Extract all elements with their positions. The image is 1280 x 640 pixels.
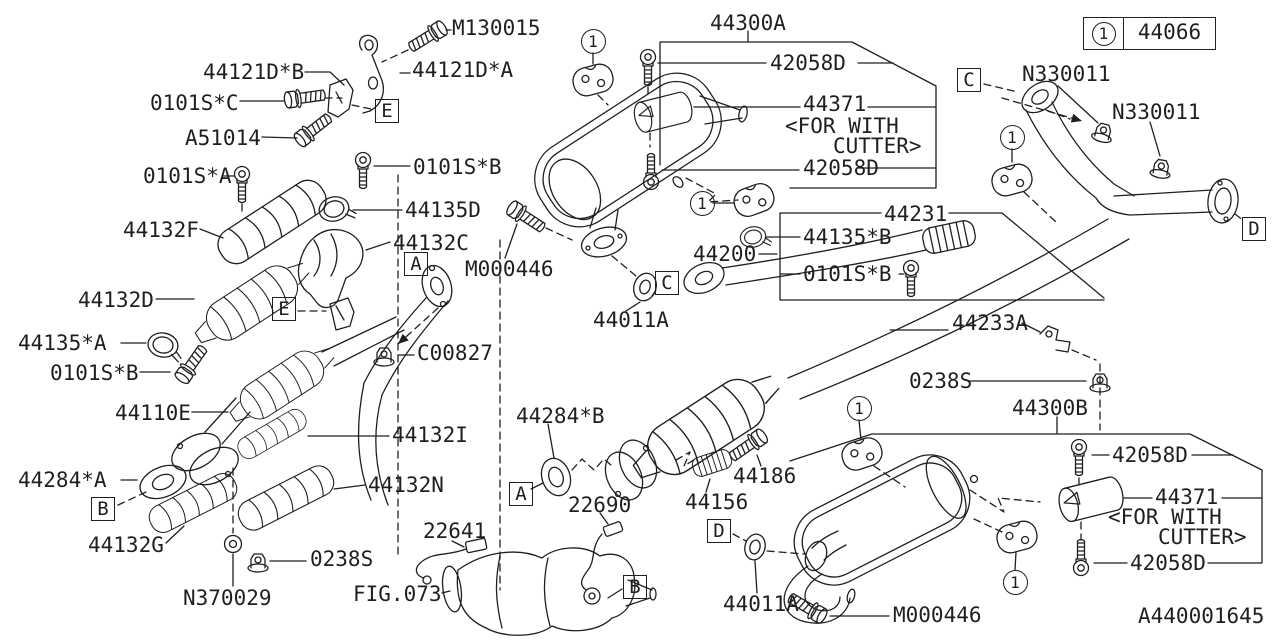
part-label-fig073: FIG.073: [353, 582, 442, 606]
legend-ref-cell: 1: [1084, 18, 1124, 49]
part-label-44132f: 44132F: [123, 218, 199, 242]
part-label-42058d-4: 42058D: [1130, 551, 1206, 575]
part-label-0101s-b3: 0101S*B: [50, 361, 139, 385]
part-label-44233a: 44233A: [952, 311, 1028, 335]
part-label-44121d-b: 44121D*B: [203, 60, 305, 84]
part-label-44156: 44156: [685, 490, 749, 514]
muffler-44300b-drawing: [732, 454, 1041, 627]
clip-bracket-shape: [329, 297, 355, 331]
part-label-44135d: 44135D: [405, 198, 481, 222]
part-label-44231: 44231: [884, 202, 948, 226]
callout-44200-lines: [737, 212, 1111, 431]
part-label-44200: 44200: [693, 242, 757, 266]
front-pipe-44110e-drawing: [115, 316, 405, 507]
part-label-cutter-2: CUTTER>: [1158, 525, 1247, 549]
part-label-44132i: 44132I: [392, 423, 468, 447]
section-box-a1: A: [404, 252, 428, 276]
part-label-n330011-1: N330011: [1022, 62, 1111, 86]
section-box-d2: D: [707, 519, 731, 543]
part-label-44135-a: 44135*A: [18, 331, 107, 355]
ref-circle-c-5: 1: [1002, 569, 1028, 595]
part-label-44186: 44186: [733, 464, 797, 488]
part-label-0101s-c: 0101S*C: [150, 91, 239, 115]
gasket-44284b-shape: [540, 457, 572, 497]
section-box-e2: E: [272, 297, 296, 321]
part-label-44132c: 44132C: [393, 231, 469, 255]
part-label-c00827: C00827: [417, 341, 493, 365]
part-label-22690: 22690: [568, 493, 632, 517]
front-catalyst-assembly-drawing: [120, 151, 411, 387]
part-label-forwith-2: <FOR WITH: [1108, 505, 1222, 529]
bracket-44233a-shape: [1039, 325, 1071, 353]
part-label-0238s-r: 0238S: [909, 369, 973, 393]
part-label-44300b: 44300B: [1012, 396, 1088, 420]
section-box-c1: C: [957, 68, 981, 92]
part-label-44011a-2: 44011A: [723, 592, 799, 616]
legend-box: 1 44066: [1083, 17, 1216, 50]
part-label-44284-a: 44284*A: [18, 468, 107, 492]
gasket-44011a-2-shape: [744, 533, 766, 561]
part-label-22641: 22641: [423, 519, 487, 543]
part-label-m000446-2: M000446: [893, 603, 982, 627]
part-label-44371-1: 44371: [803, 92, 867, 116]
part-label-44371-2: 44371: [1155, 485, 1219, 509]
part-label-m130015: M130015: [452, 16, 541, 40]
part-label-a51014: A51014: [185, 126, 261, 150]
drawing-number: A440001645: [1138, 604, 1265, 628]
callout-44300a-lines: [630, 30, 937, 191]
part-label-m000446-1: M000446: [465, 257, 554, 281]
part-label-44300a: 44300A: [710, 11, 786, 35]
part-label-44284-b: 44284*B: [516, 404, 605, 428]
ref-circle-c-4: 1: [846, 395, 872, 421]
part-label-n370029: N370029: [183, 586, 272, 610]
callout-44300b-lines: [789, 416, 1263, 577]
part-label-44121d-a: 44121D*A: [412, 58, 514, 82]
legend-part-number: 44066: [1137, 20, 1202, 44]
section-box-c2: C: [655, 271, 679, 295]
section-box-a2: A: [509, 482, 533, 506]
lower-shields-drawing: [144, 405, 390, 587]
sensor-22690-wire: [580, 533, 603, 591]
part-label-44132d: 44132D: [78, 288, 154, 312]
part-label-forwith-1: <FOR WITH: [785, 114, 899, 138]
part-label-44110e: 44110E: [115, 401, 191, 425]
y-pipe-44200-drawing: [530, 80, 1245, 501]
part-label-cutter-1: CUTTER>: [833, 134, 922, 158]
part-label-44132n: 44132N: [368, 473, 444, 497]
sensor-22690-connector: [602, 521, 624, 537]
ref-circle-c-2: 1: [689, 190, 715, 216]
ref-circle-c-3: 1: [999, 124, 1025, 150]
section-box-b1: B: [91, 497, 115, 521]
muffler-44300a-drawing: [503, 52, 779, 312]
section-box-e1: E: [375, 99, 399, 123]
sensor-22641-wire: [415, 548, 467, 579]
part-label-0101s-b2: 0101S*B: [803, 262, 892, 286]
section-box-b2: B: [623, 575, 647, 599]
fig073-converter-drawing: [415, 512, 657, 636]
part-label-44132g: 44132G: [88, 533, 164, 557]
gasket-44284a-shape: [139, 464, 187, 500]
section-box-d1: D: [1242, 217, 1266, 241]
part-label-0101s-a: 0101S*A: [143, 164, 232, 188]
bracket-44121d-a-shape: [358, 34, 385, 114]
bracket-44121d-assembly-drawing: [239, 17, 452, 150]
head-pipe-drawing: [297, 264, 453, 506]
part-label-0101s-b1: 0101S*B: [413, 155, 502, 179]
legend-ref-circle: 1: [1091, 21, 1116, 46]
part-label-42058d-3: 42058D: [1112, 443, 1188, 467]
shield-44132c-shape: [297, 228, 364, 309]
part-label-42058d-1: 42058D: [770, 51, 846, 75]
sensor-22641-connector: [464, 537, 488, 554]
part-label-44011a-1: 44011A: [593, 308, 669, 332]
part-label-0238s-l: 0238S: [310, 547, 374, 571]
part-label-42058d-2: 42058D: [803, 156, 879, 180]
part-label-n330011-2: N330011: [1112, 100, 1201, 124]
ref-circle-c-1: 1: [580, 28, 606, 54]
part-label-44135-b: 44135*B: [803, 225, 892, 249]
